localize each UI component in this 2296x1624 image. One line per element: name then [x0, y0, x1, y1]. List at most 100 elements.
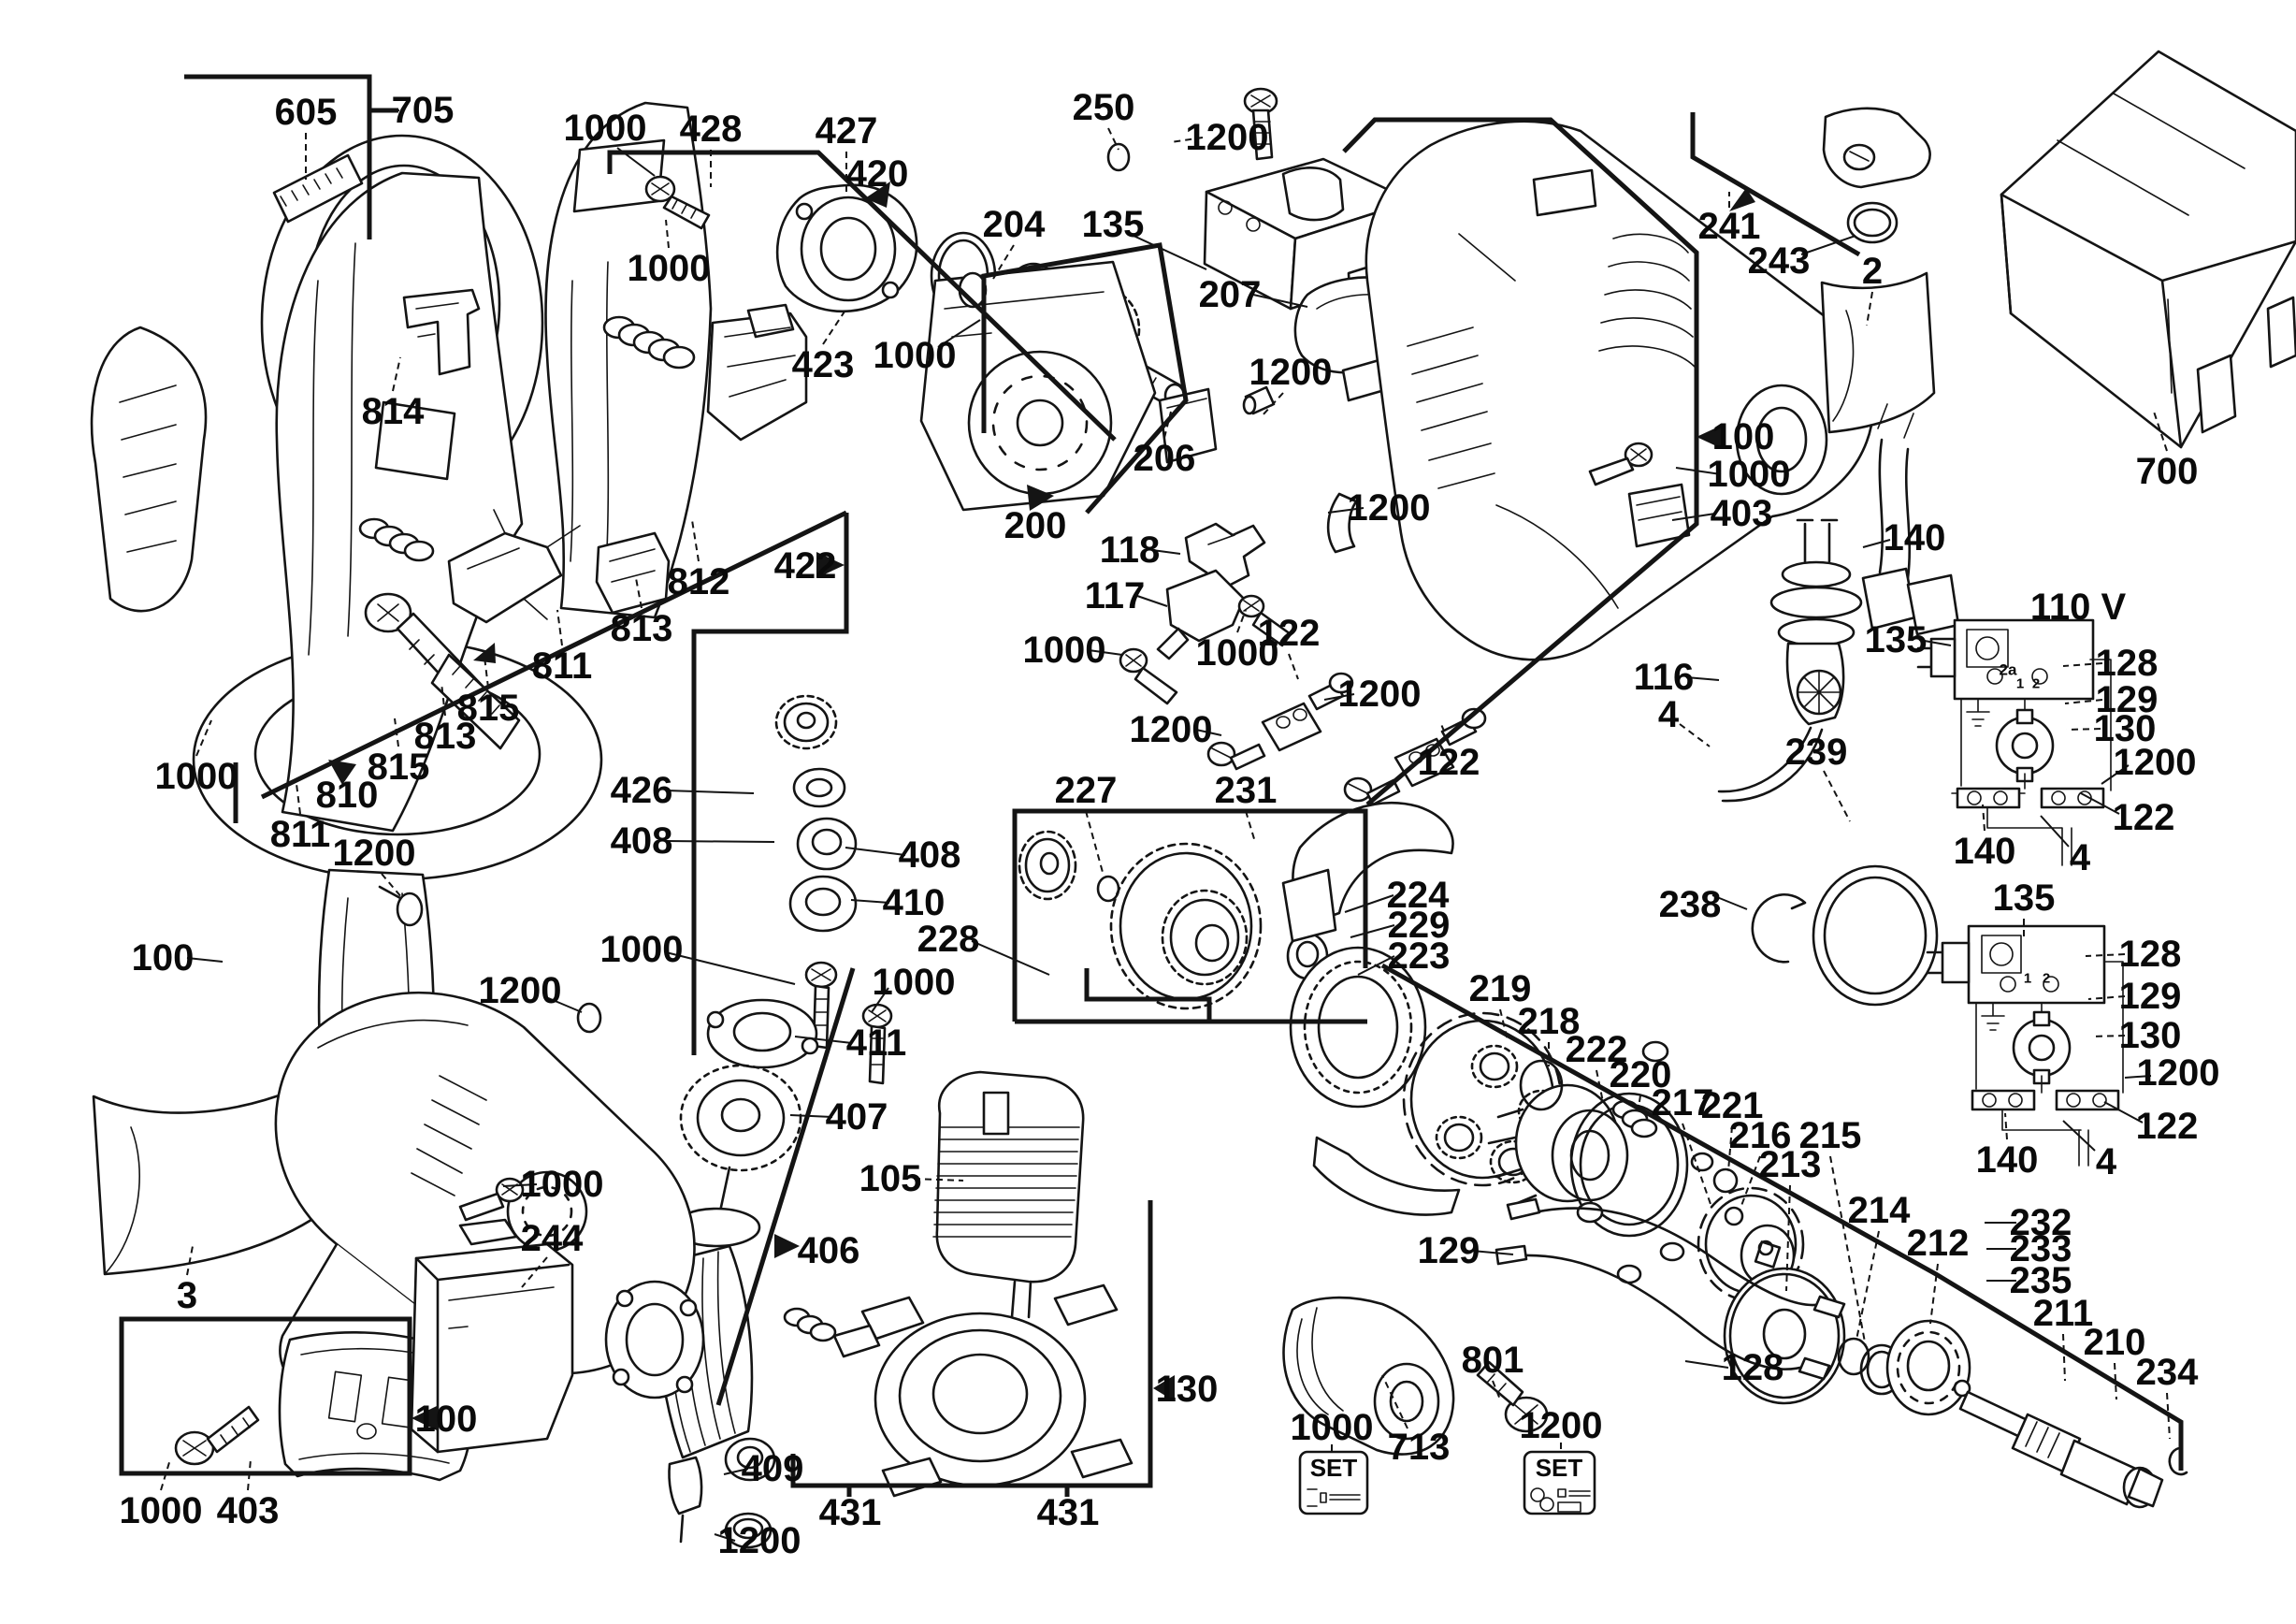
leader-line [665, 790, 755, 794]
brush-plate-431-drawing [783, 1283, 1134, 1498]
part-label: 420 [846, 153, 909, 195]
leader-line [1170, 137, 1204, 143]
ball-drawing [1953, 1379, 1971, 1398]
part-label: 116 [1634, 657, 1695, 698]
part-label: 117 [1085, 575, 1146, 616]
leader-line [714, 1533, 736, 1542]
knurled-cap-drawing [1018, 830, 1077, 901]
leader-line [392, 356, 401, 392]
part-label: 1200 [333, 833, 416, 874]
leader-line [1260, 392, 1284, 418]
group-422-left [691, 513, 849, 1055]
bearing-410-drawing [788, 875, 858, 933]
leader-line [394, 718, 399, 747]
part-label: 222 [1566, 1029, 1628, 1070]
bearing-408-drawing [796, 817, 858, 871]
part-label: 128 [2096, 643, 2159, 684]
part-label: 1200 [1338, 674, 1422, 715]
part-label: 129 [2096, 679, 2159, 720]
part-label: 215 [1799, 1115, 1862, 1156]
leader-line [1866, 291, 1873, 326]
arrow-group-100-bottom [412, 1406, 437, 1430]
leader-line [381, 873, 403, 899]
part-label: 2 [2032, 676, 2040, 692]
leader-line [1675, 467, 1722, 475]
leader-line [1679, 723, 1711, 747]
part-label: 1000 [521, 1164, 604, 1205]
part-label: 813 [611, 608, 673, 649]
arrow-group-810 [328, 760, 356, 785]
wiring-diagram-110v-drawing [1916, 618, 2112, 866]
leader-line [1638, 1095, 1641, 1109]
part-label: 239 [1785, 732, 1848, 773]
part-label: 423 [792, 344, 855, 385]
part-label: 408 [899, 834, 961, 876]
leader-line [1471, 1250, 1514, 1255]
belt-clip-244-drawing [410, 1218, 574, 1454]
part-label: 128 [1722, 1347, 1784, 1388]
switch-135-drawing [1203, 157, 1414, 316]
washer-drawing [792, 767, 846, 808]
leader-line [186, 957, 224, 963]
leader-line [871, 987, 889, 1013]
leader-line [850, 899, 890, 904]
part-label: 105 [859, 1158, 922, 1199]
leader-line [794, 1036, 853, 1044]
switch-slide-drawing [706, 303, 808, 442]
group-227-box [1012, 808, 1368, 1024]
leader-line [195, 719, 212, 757]
part-label: 700 [2136, 451, 2199, 492]
leader-line [1856, 1230, 1880, 1341]
part-label: 238 [1659, 884, 1722, 925]
part-label: 129 [1418, 1230, 1480, 1271]
part-label: 1200 [1348, 487, 1431, 529]
part-label: 122 [2136, 1106, 2199, 1147]
leader-line [1682, 1123, 1712, 1208]
group-200-frame [981, 242, 1189, 515]
part-label: 241 [1698, 206, 1761, 247]
leader-line [691, 519, 700, 562]
leader-line [2004, 1112, 2008, 1140]
leader-line [2080, 792, 2120, 815]
part-label: 1000 [1023, 630, 1106, 671]
part-label: 1000 [1196, 632, 1279, 674]
bearing-212-drawing [1885, 1319, 1971, 1416]
small-oring-drawing [1096, 875, 1120, 903]
part-label: 1200 [2114, 742, 2197, 783]
leader-line [1252, 294, 1308, 308]
part-label: 220 [1610, 1054, 1672, 1095]
leader-line [2153, 411, 2168, 452]
leader-line [2066, 728, 2101, 731]
part-label: 713 [1388, 1427, 1451, 1468]
chuck-713-drawing [1282, 1296, 1455, 1456]
o-ring-243-drawing [1846, 201, 1899, 244]
part-label: 140 [1954, 831, 2016, 872]
part-label: 1200 [1520, 1405, 1603, 1446]
group-241-line [1690, 112, 1861, 257]
leader-line [789, 1114, 833, 1118]
c-clip-234-drawing [2168, 1446, 2188, 1476]
spring-drawing [602, 315, 696, 370]
part-label: 135 [1082, 204, 1145, 245]
leader-line [2062, 1120, 2096, 1152]
screw-1000-top-right-drawing [1588, 442, 1653, 486]
leader-line [635, 577, 643, 609]
part-label: 410 [883, 882, 946, 923]
leader-line [2062, 1333, 2066, 1382]
wiring-diagram-2-drawing [1926, 924, 2124, 1167]
leader-line [1088, 649, 1123, 656]
double-gear-227-drawing [1109, 842, 1263, 1010]
pad-206-drawing [1158, 387, 1218, 464]
bracket-117-drawing [1156, 569, 1246, 660]
leader-line [1929, 1263, 1939, 1325]
part-label: 231 [1215, 770, 1278, 811]
leader-line [1739, 1155, 1761, 1211]
part-label: 801 [1462, 1340, 1524, 1381]
leader-line [186, 1245, 194, 1276]
part-label: 2 [2043, 971, 2050, 987]
part-label: 232 [2010, 1202, 2072, 1243]
bearing-409-drawing [724, 1437, 776, 1482]
